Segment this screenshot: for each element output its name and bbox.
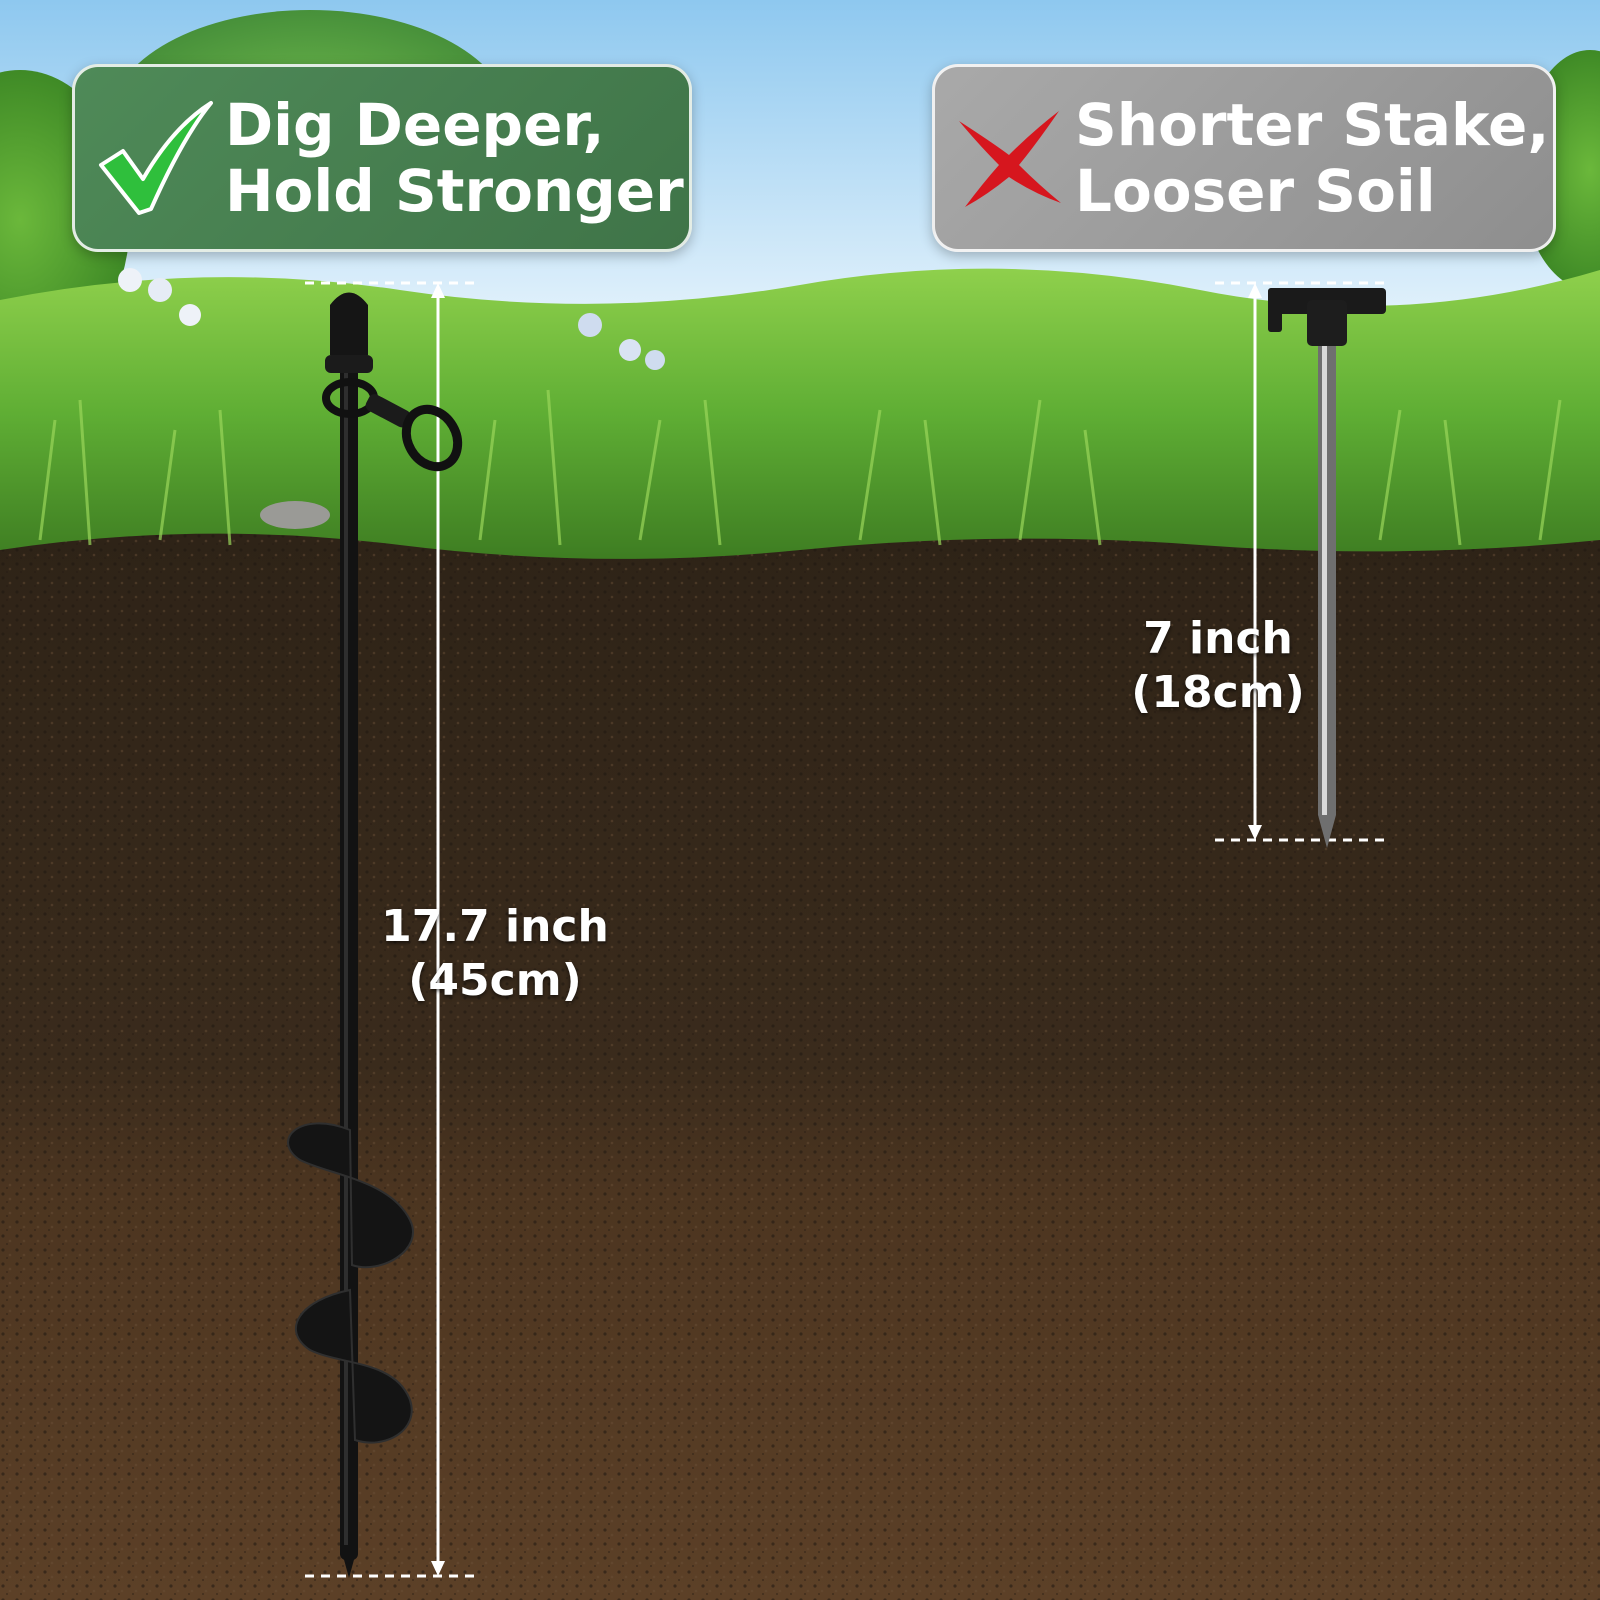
good-label-text: Dig Deeper, Hold Stronger <box>225 92 684 224</box>
long-dimension-line <box>305 281 480 1578</box>
long-measurement-inch: 17.7 inch <box>381 901 609 952</box>
good-label-box: Dig Deeper, Hold Stronger <box>72 64 692 252</box>
long-measurement: 17.7 inch (45cm) <box>370 900 620 1008</box>
pebble <box>260 501 330 529</box>
good-label-line2: Hold Stronger <box>225 157 684 225</box>
bad-label-line1: Shorter Stake, <box>1075 91 1550 159</box>
good-label-line1: Dig Deeper, <box>225 91 605 159</box>
bad-label-box: Shorter Stake, Looser Soil <box>932 64 1556 252</box>
bad-label-text: Shorter Stake, Looser Soil <box>1075 92 1549 224</box>
short-stake <box>1268 288 1386 848</box>
check-icon <box>99 101 213 215</box>
auger-spiral-blades <box>287 1122 414 1444</box>
grass <box>0 268 1600 559</box>
flowers <box>118 268 665 370</box>
auger-stake <box>287 292 463 1578</box>
swivel-ring <box>322 378 463 472</box>
soil-texture <box>0 530 1600 1600</box>
bad-label-line2: Looser Soil <box>1075 157 1436 225</box>
long-measurement-cm: (45cm) <box>408 955 582 1006</box>
short-measurement-inch: 7 inch <box>1143 613 1293 664</box>
grass-blades <box>38 389 1562 546</box>
short-measurement: 7 inch (18cm) <box>1118 612 1318 720</box>
short-measurement-cm: (18cm) <box>1131 667 1305 718</box>
short-dimension-line <box>1215 281 1385 842</box>
x-icon <box>959 111 1061 207</box>
